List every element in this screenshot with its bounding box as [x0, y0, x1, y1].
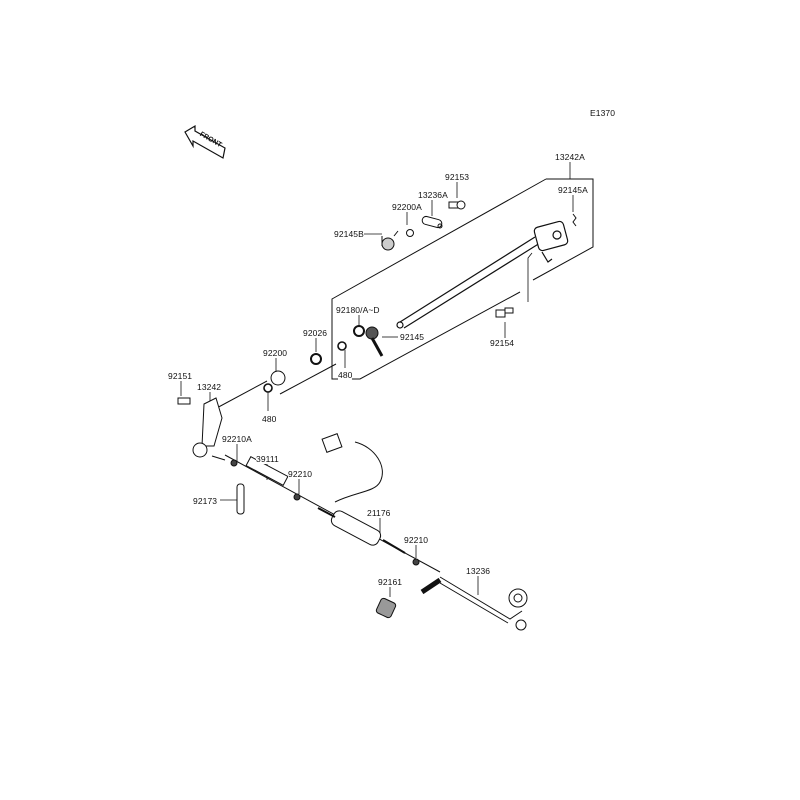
bolt-92153 [448, 200, 466, 210]
shift-sensor-21176 [317, 433, 406, 554]
pedal-rubber-92161 [375, 597, 397, 619]
assembly-outline [532, 178, 594, 281]
nut-92210-upper [293, 493, 301, 501]
washer-92200A [406, 229, 414, 237]
part-label[interactable]: 92145 [400, 332, 425, 342]
part-label[interactable]: 92173 [193, 496, 218, 506]
rod-axis [224, 454, 441, 573]
part-label[interactable]: 92200 [263, 348, 288, 358]
washer-92200 [270, 370, 286, 386]
part-label[interactable]: 92153 [445, 172, 470, 182]
spring-92145 [365, 326, 384, 357]
part-label[interactable]: 13236A [418, 190, 448, 200]
part-label[interactable]: 92145A [558, 185, 588, 195]
shift-lever-13242 [177, 397, 226, 461]
part-label[interactable]: 92180/A~D [336, 305, 380, 315]
part-label[interactable]: 92210A [222, 434, 252, 444]
part-label[interactable]: 92154 [490, 338, 515, 348]
shift-shaft [396, 220, 569, 329]
oring-480-lower [263, 383, 273, 393]
part-label[interactable]: 92210 [288, 469, 313, 479]
oring-480-upper [337, 341, 347, 351]
assembly-outline-lower [331, 178, 547, 380]
diagram-code: E1370 [590, 108, 616, 118]
part-label[interactable]: 21176 [367, 508, 391, 518]
part-label[interactable]: 92151 [168, 371, 193, 381]
part-label[interactable]: 13236 [466, 566, 491, 576]
spring-92145B [381, 230, 399, 251]
shaft-axis-upper [279, 363, 337, 395]
part-label[interactable]: 92200A [392, 202, 422, 212]
shift-pedal-13236 [420, 576, 528, 631]
clip-92173 [236, 483, 245, 515]
part-label[interactable]: 92145B [334, 229, 364, 239]
part-label[interactable]: 480 [338, 370, 353, 380]
front-arrow-icon: FRONT [184, 124, 226, 159]
part-label[interactable]: 92026 [303, 328, 328, 338]
part-label[interactable]: 480 [262, 414, 277, 424]
shaft-axis-lower [212, 380, 268, 411]
part-label[interactable]: 13242A [555, 152, 585, 162]
part-label[interactable]: 39111 [256, 454, 279, 464]
nut-92210-lower [412, 558, 420, 566]
plate-13236A [421, 215, 443, 229]
oil-seal-92180 [353, 325, 365, 337]
part-label[interactable]: 13242 [197, 382, 222, 392]
bolt-92154 [495, 307, 514, 318]
part-label[interactable]: 92161 [378, 577, 403, 587]
part-label[interactable]: 92210 [404, 535, 429, 545]
washer-92026 [310, 353, 322, 365]
spring-92145A [572, 213, 577, 227]
nut-92210A [230, 459, 238, 467]
